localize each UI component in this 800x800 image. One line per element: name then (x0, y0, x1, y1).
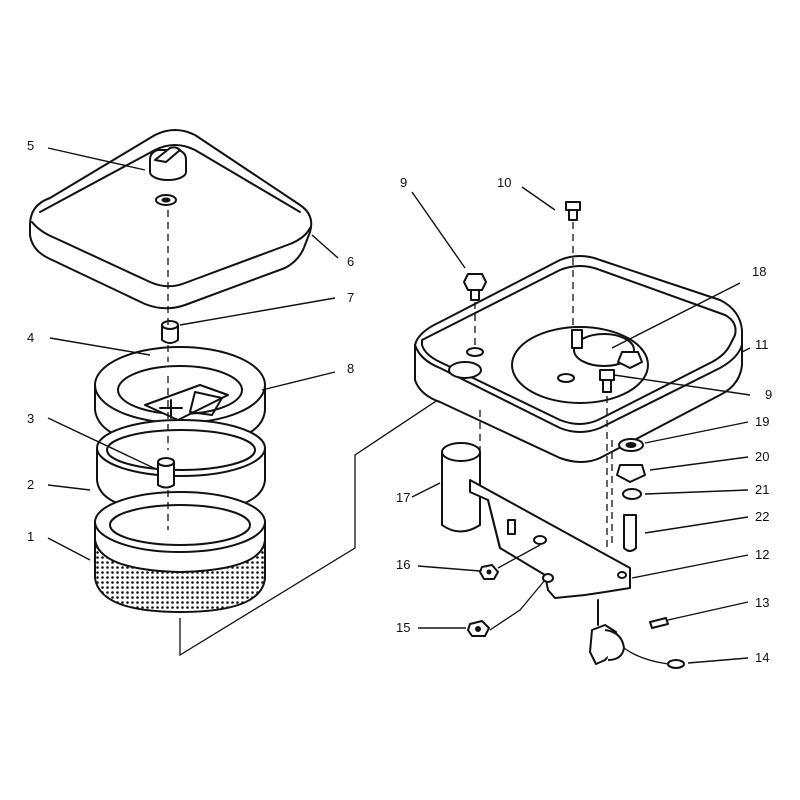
vacuum-hose (623, 514, 637, 552)
callout-5: 5 (27, 138, 34, 153)
nut-20 (616, 464, 646, 483)
callout-3: 3 (27, 411, 34, 426)
intake-tube (441, 442, 481, 533)
air-cleaner-base (414, 255, 743, 463)
callout-10: 10 (497, 175, 511, 190)
callout-19: 19 (755, 414, 769, 429)
callout-16: 16 (396, 557, 410, 572)
washer (618, 438, 644, 452)
callout-12: 12 (755, 547, 769, 562)
callout-8: 8 (347, 361, 354, 376)
nut-leaders (489, 544, 546, 631)
hex-nut (467, 620, 490, 637)
spacer-sleeve (161, 320, 179, 344)
callout-13: 13 (755, 595, 769, 610)
callout-18: 18 (752, 264, 766, 279)
callout-2: 2 (27, 477, 34, 492)
flange-nut (479, 564, 499, 580)
callout-9-upper: 9 (400, 175, 407, 190)
callout-1: 1 (27, 529, 34, 544)
assembly-connector-line (179, 331, 541, 657)
clamp (622, 488, 642, 500)
hex-bolt-upper (463, 273, 487, 301)
top-screw (565, 201, 581, 221)
right-assembly-axes (474, 222, 613, 548)
mounting-bracket (469, 479, 631, 599)
callout-22: 22 (755, 509, 769, 524)
leader-lines (47, 147, 751, 664)
filter-element (94, 491, 266, 614)
callout-6: 6 (347, 254, 354, 269)
callout-14: 14 (755, 650, 769, 665)
callout-labels: 5 6 7 4 8 3 2 1 9 10 18 11 9 19 20 21 22… (27, 138, 772, 665)
restriction-switch (589, 599, 685, 669)
callout-4: 4 (27, 330, 34, 345)
callout-17: 17 (396, 490, 410, 505)
callout-20: 20 (755, 449, 769, 464)
callout-21: 21 (755, 482, 769, 497)
cover-knob (149, 146, 187, 206)
callout-11: 11 (755, 337, 769, 352)
callout-9-lower: 9 (765, 387, 772, 402)
callout-7: 7 (347, 290, 354, 305)
base-studs (571, 329, 643, 393)
callout-15: 15 (396, 620, 410, 635)
